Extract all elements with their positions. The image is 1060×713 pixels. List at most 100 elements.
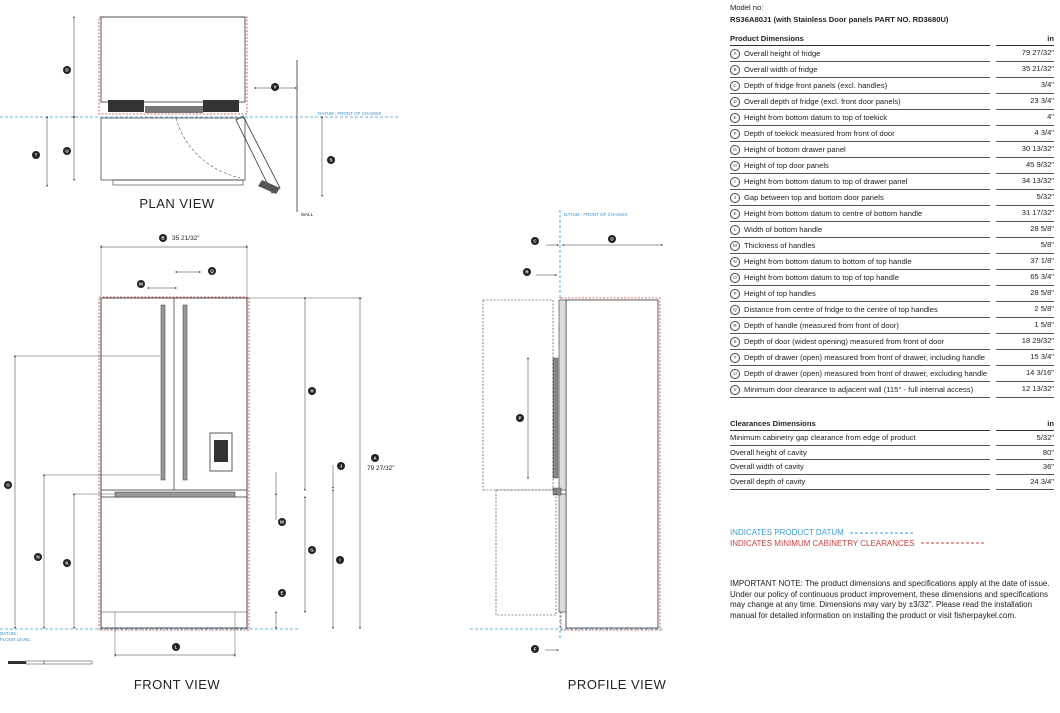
dimension-label-text: Overall width of fridge bbox=[744, 65, 818, 75]
product-dimension-row: P Height of top handles 28 5/8" bbox=[730, 285, 1054, 303]
dimension-key-badge: P bbox=[730, 289, 740, 300]
svg-text:K: K bbox=[65, 561, 69, 566]
dimension-label: P Height of top handles bbox=[730, 285, 990, 303]
clearances-table: Clearances Dimensions in Minimum cabinet… bbox=[730, 418, 1054, 490]
svg-text:I: I bbox=[339, 558, 340, 563]
dimension-label-text: Height from bottom datum to top of toeki… bbox=[744, 113, 888, 123]
dimension-key-badge: V bbox=[730, 385, 740, 396]
dimension-label-text: Depth of door (widest opening) measured … bbox=[744, 337, 945, 347]
dimension-key-badge: G bbox=[730, 145, 740, 156]
datum-floor-label-1: DATUM : bbox=[0, 631, 18, 636]
dimension-label-text: Height from bottom datum to centre of bo… bbox=[744, 209, 923, 219]
dimension-value: 35 21/32" bbox=[996, 61, 1054, 79]
product-dimensions-header: Product Dimensions bbox=[730, 33, 990, 47]
important-note: IMPORTANT NOTE: The product dimensions a… bbox=[730, 579, 1050, 620]
svg-text:V: V bbox=[273, 85, 276, 90]
svg-text:E: E bbox=[280, 591, 283, 596]
svg-text:C: C bbox=[533, 239, 537, 244]
dimension-label-text: Height from bottom datum to top of drawe… bbox=[744, 177, 908, 187]
dimension-value: 4 3/4" bbox=[996, 125, 1054, 143]
dimension-value: 15 3/4" bbox=[996, 349, 1054, 367]
datum-floor-label-2: FLOOR LEVEL bbox=[0, 637, 31, 642]
dimension-key-badge: F bbox=[730, 129, 740, 140]
dimension-value: 30 13/32" bbox=[996, 141, 1054, 159]
dimension-key-badge: I bbox=[730, 177, 740, 188]
dimension-key-badge: S bbox=[730, 337, 740, 348]
dimension-label-text: Height of bottom drawer panel bbox=[744, 145, 846, 155]
dimension-key-badge: C bbox=[730, 81, 740, 92]
dimension-label-text: Overall height of fridge bbox=[744, 49, 821, 59]
clearance-row: Minimum cabinetry gap clearance from edg… bbox=[730, 430, 1054, 446]
dimension-label: S Depth of door (widest opening) measured… bbox=[730, 333, 990, 351]
clearance-value: 80" bbox=[996, 445, 1054, 461]
svg-text:B: B bbox=[161, 236, 165, 241]
svg-text:T: T bbox=[35, 153, 38, 158]
svg-text:D: D bbox=[610, 237, 614, 242]
dimension-label-text: Depth of drawer (open) measured from fro… bbox=[744, 353, 986, 363]
product-dimension-row: S Depth of door (widest opening) measured… bbox=[730, 333, 1054, 351]
dimension-label-text: Height of top handles bbox=[744, 289, 816, 299]
dimension-label-text: Depth of handle (measured from front of … bbox=[744, 321, 899, 331]
dimension-value: 1 5/8" bbox=[996, 317, 1054, 335]
dimension-label: G Height of bottom drawer panel bbox=[730, 141, 990, 159]
dimension-key-badge: O bbox=[730, 273, 740, 284]
dimension-label-text: Thickness of handles bbox=[744, 241, 816, 251]
profile-view-title: PROFILE VIEW bbox=[568, 677, 667, 692]
dimension-drawings: DATUM : FRONT OF CHASSIS WALL D T U V S … bbox=[0, 16, 667, 692]
dimension-value: 18 29/32" bbox=[996, 333, 1054, 351]
width-dim-text: 35 21/32" bbox=[172, 235, 200, 242]
dimension-value: 65 3/4" bbox=[996, 269, 1054, 287]
clearance-value: 24 3/4" bbox=[996, 474, 1054, 490]
dimension-label: R Depth of handle (measured from front of… bbox=[730, 317, 990, 335]
svg-text:A: A bbox=[373, 456, 377, 461]
clearances-unit: in bbox=[996, 418, 1054, 431]
dimension-key-badge: B bbox=[730, 65, 740, 76]
svg-text:H: H bbox=[310, 389, 313, 394]
dimension-key-badge: H bbox=[730, 161, 740, 172]
dimension-value: 28 5/8" bbox=[996, 285, 1054, 303]
height-dim-text: 79 27/32" bbox=[367, 465, 395, 472]
model-label: Model no: bbox=[730, 3, 764, 12]
product-dimension-row: V Minimum door clearance to adjacent wall… bbox=[730, 381, 1054, 399]
legend-clearance-text: INDICATES MINIMUM CABINETRY CLEARANCES bbox=[730, 538, 915, 548]
svg-text:F: F bbox=[534, 647, 537, 652]
svg-text:G: G bbox=[310, 548, 314, 553]
svg-text:M: M bbox=[139, 282, 143, 287]
svg-text:N: N bbox=[36, 555, 39, 560]
legend-datum: INDICATES PRODUCT DATUM bbox=[730, 528, 1054, 539]
dimension-label-text: Minimum door clearance to adjacent wall … bbox=[744, 385, 974, 395]
product-dimension-row: G Height of bottom drawer panel 30 13/32" bbox=[730, 141, 1054, 159]
svg-text:Q: Q bbox=[210, 269, 214, 274]
dimension-value: 31 17/32" bbox=[996, 205, 1054, 223]
svg-text:M: M bbox=[280, 520, 284, 525]
clearance-label: Minimum cabinetry gap clearance from edg… bbox=[730, 430, 990, 446]
dimension-value: 23 3/4" bbox=[996, 93, 1054, 111]
dimension-value: 28 5/8" bbox=[996, 221, 1054, 239]
front-view-title: FRONT VIEW bbox=[134, 677, 221, 692]
dimension-label-text: Gap between top and bottom door panels bbox=[744, 193, 884, 203]
dimension-label-text: Depth of drawer (open) measured from fro… bbox=[744, 369, 988, 379]
dimension-key-badge: N bbox=[730, 257, 740, 268]
svg-text:U: U bbox=[65, 149, 68, 154]
dimension-key-badge: R bbox=[730, 321, 740, 332]
clearance-value: 5/32" bbox=[996, 430, 1054, 446]
dimension-label: B Overall width of fridge bbox=[730, 61, 990, 79]
svg-text:D: D bbox=[65, 68, 69, 73]
